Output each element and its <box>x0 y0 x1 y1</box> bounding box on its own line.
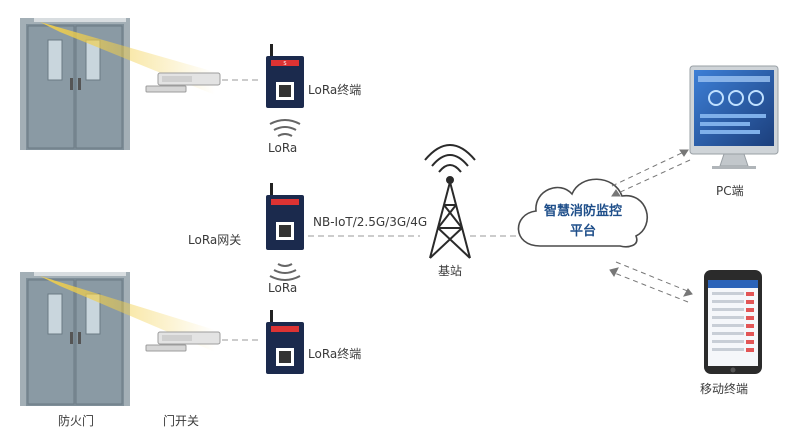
label-fire-door: 防火门 <box>58 414 95 428</box>
label-pc: PC端 <box>716 184 744 198</box>
label-lora-wave-bottom: LoRa <box>268 281 298 295</box>
link-cloud-mobile <box>609 261 693 303</box>
monitor-icon <box>689 65 779 169</box>
label-lora-wave-top: LoRa <box>268 141 298 155</box>
label-lora-gateway: LoRa网关 <box>188 233 242 247</box>
svg-text:S: S <box>283 61 286 67</box>
lora-gateway-icon <box>266 310 304 374</box>
label-platform-line2: 平台 <box>569 224 596 239</box>
label-base-station: 基站 <box>438 264 463 278</box>
label-mobile: 移动终端 <box>700 382 749 396</box>
smartphone-icon <box>704 270 762 374</box>
label-lora-terminal-top: LoRa终端 <box>308 83 362 97</box>
wave-bottom <box>269 263 301 281</box>
label-lora-terminal-bottom: LoRa终端 <box>308 347 362 361</box>
label-network-link: NB-IoT/2.5G/3G/4G <box>313 215 428 229</box>
door-sensor-icon <box>145 72 221 93</box>
label-door-switch: 门开关 <box>163 414 200 428</box>
link-cloud-pc <box>611 149 691 197</box>
cell-tower-icon <box>424 144 476 259</box>
lora-gateway-icon <box>266 183 304 250</box>
door-sensor-icon <box>145 331 221 352</box>
wave-top <box>269 119 301 137</box>
lora-gateway-icon: S <box>266 44 304 108</box>
label-platform-line1: 智慧消防监控 <box>543 204 622 219</box>
fire-door-icon <box>20 272 130 406</box>
